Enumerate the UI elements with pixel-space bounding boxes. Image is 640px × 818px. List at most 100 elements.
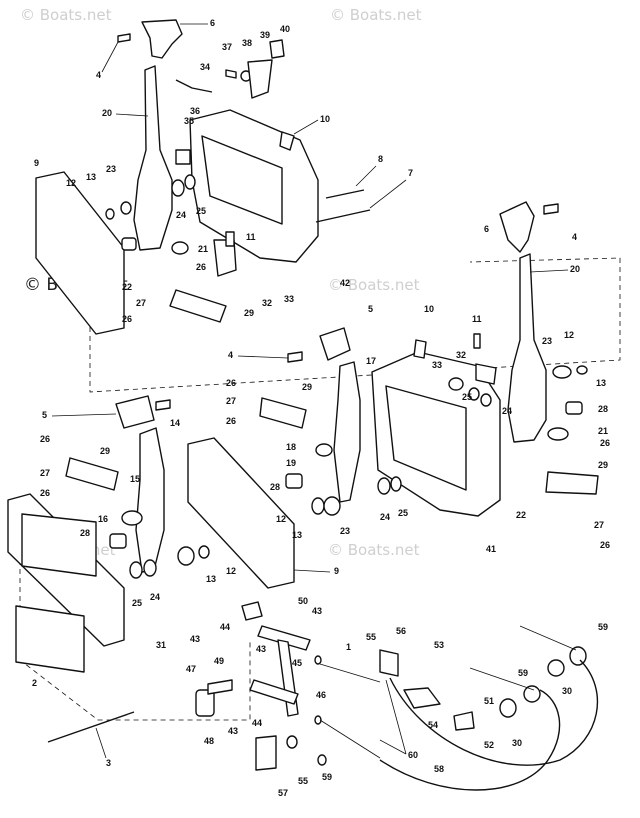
- callout-19: 19: [286, 458, 296, 468]
- callout-46: 46: [316, 690, 326, 700]
- callout-43: 43: [312, 606, 322, 616]
- shaft-45: [277, 639, 299, 717]
- washer-13-mid: [311, 497, 325, 515]
- callout-54: 54: [428, 720, 438, 730]
- cable-core-b: [319, 719, 381, 759]
- callout-10b: 10: [424, 304, 434, 314]
- callout-26h: 26: [600, 540, 610, 550]
- callout-42: 42: [340, 278, 350, 288]
- callout-11: 11: [246, 232, 256, 242]
- clip-59c: [317, 754, 327, 766]
- callout-13b: 13: [596, 378, 606, 388]
- gasket-2: [15, 605, 85, 673]
- bushing-21-upper: [171, 241, 189, 255]
- callout-24: 24: [176, 210, 186, 220]
- callout-26d: 26: [226, 416, 236, 426]
- callout-20: 20: [102, 108, 112, 118]
- washer-25-lower: [129, 561, 143, 579]
- cable-end-rod-a: [519, 625, 577, 651]
- cable-end-rod-b: [469, 667, 535, 691]
- ring-46a: [314, 655, 322, 665]
- callout-23c: 23: [340, 526, 350, 536]
- callout-28: 28: [598, 404, 608, 414]
- callout-43c: 43: [256, 644, 266, 654]
- callout-21b: 21: [598, 426, 608, 436]
- callout-59: 59: [598, 622, 608, 632]
- washer-13-upper: [105, 208, 115, 220]
- callout-29c: 29: [100, 446, 110, 456]
- shift-lever-upper-left: [133, 65, 173, 251]
- callout-12: 12: [66, 178, 76, 188]
- callout-25c: 25: [132, 598, 142, 608]
- detent-32-main: [475, 363, 497, 385]
- callout-5b: 5: [42, 410, 47, 420]
- handle-knob-5-lower: [115, 395, 155, 429]
- callout-30: 30: [562, 686, 572, 696]
- callout-9b: 9: [334, 566, 339, 576]
- callout-25b: 25: [462, 392, 472, 402]
- callout-18: 18: [286, 442, 296, 452]
- callout-45: 45: [292, 658, 302, 668]
- cap-22-upper: [121, 237, 137, 251]
- callout-41: 41: [486, 544, 496, 554]
- callout-17: 17: [366, 356, 376, 366]
- callout-26f: 26: [40, 488, 50, 498]
- link-29-right: [545, 471, 599, 495]
- washer-23-right: [552, 365, 572, 379]
- callout-32: 32: [262, 298, 272, 308]
- link-29-lower: [65, 457, 119, 491]
- pin-3: [47, 711, 135, 743]
- sleeve-30a: [523, 685, 541, 703]
- shaft-44-upper: [257, 625, 311, 651]
- link-29-mid: [259, 397, 307, 429]
- screw-47: [207, 679, 233, 695]
- callout-4c: 4: [228, 350, 233, 360]
- callout-28c: 28: [80, 528, 90, 538]
- callout-9: 9: [34, 158, 39, 168]
- handle-knob-right: [499, 201, 535, 253]
- spring-11-upper: [225, 231, 235, 247]
- ring-46b: [314, 715, 322, 725]
- callout-23b: 23: [542, 336, 552, 346]
- callout-26b: 26: [122, 314, 132, 324]
- watermark-center-mid: © Boats.net: [328, 276, 420, 294]
- callout-7: 7: [408, 168, 413, 178]
- callout-34: 34: [200, 62, 210, 72]
- block-36: [175, 149, 191, 165]
- bushing-15: [121, 510, 143, 526]
- callout-26: 26: [196, 262, 206, 272]
- callout-31: 31: [156, 640, 166, 650]
- callout-58: 58: [434, 764, 444, 774]
- callout-44b: 44: [252, 718, 262, 728]
- callout-40: 40: [280, 24, 290, 34]
- callout-29d: 29: [598, 460, 608, 470]
- cable-58: [389, 659, 599, 766]
- callout-22b: 22: [516, 510, 526, 520]
- callout-38: 38: [242, 38, 252, 48]
- handle-knob-upper-left: [141, 19, 183, 59]
- cap-40: [269, 39, 285, 59]
- callout-22: 22: [122, 282, 132, 292]
- shift-lever-14: [135, 427, 165, 573]
- callout-4b: 4: [572, 232, 577, 242]
- callout-27: 27: [136, 298, 146, 308]
- lever-39: [247, 59, 273, 99]
- bolt-7: [315, 209, 371, 223]
- dashed-assembly-boundary-upper: [89, 257, 621, 393]
- callout-49: 49: [214, 656, 224, 666]
- bracket-54: [403, 687, 441, 709]
- shaft-44-lower: [249, 679, 299, 705]
- cap-59b: [547, 659, 565, 677]
- cap-28-mid: [285, 473, 303, 489]
- callout-53: 53: [434, 640, 444, 650]
- washer-23-mid: [323, 496, 341, 516]
- cable-core-a: [319, 663, 381, 683]
- mounting-plate-upper: [35, 171, 125, 335]
- screw-right: [543, 203, 559, 215]
- callout-36: 36: [190, 106, 200, 116]
- callout-35: 35: [184, 116, 194, 126]
- callout-55: 55: [366, 632, 376, 642]
- washer-24-upper: [171, 179, 185, 197]
